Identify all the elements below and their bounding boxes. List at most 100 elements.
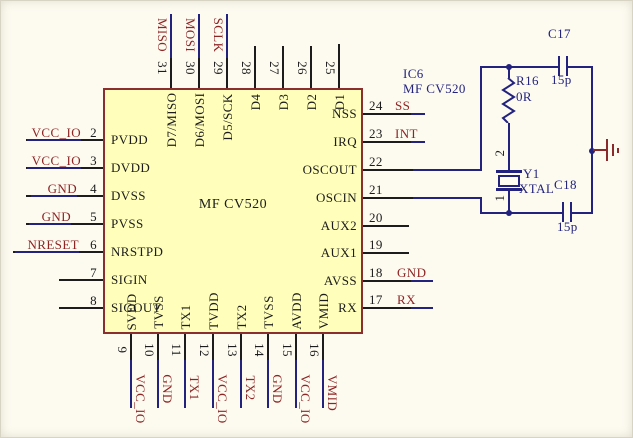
pin-wire xyxy=(254,46,256,88)
net-label: GND xyxy=(47,181,77,196)
net-wire xyxy=(411,113,425,115)
pin-number: 22 xyxy=(369,154,383,169)
ground-bar xyxy=(606,139,608,161)
pin-wire xyxy=(338,44,340,88)
capacitor-designator: C18 xyxy=(554,177,577,192)
net-label: VCC_IO xyxy=(214,374,230,424)
pin-wire xyxy=(267,334,269,360)
net-wire xyxy=(240,360,242,408)
pin-wire xyxy=(59,279,103,281)
pin-wire xyxy=(157,334,159,360)
pin-number: 29 xyxy=(210,61,226,75)
pin-name: NSS xyxy=(331,106,357,121)
pin-number: 21 xyxy=(369,182,383,197)
pin-wire xyxy=(363,252,409,254)
net-wire xyxy=(184,360,186,408)
pin-number: 7 xyxy=(90,265,97,280)
pin-wire xyxy=(363,197,413,199)
net-label: SS xyxy=(395,98,411,113)
pin-number: 11 xyxy=(168,343,184,357)
capacitor-value: 15p xyxy=(551,72,572,87)
pin-name: AVSS xyxy=(323,273,357,288)
pin-name: TVSS xyxy=(151,295,167,329)
wire xyxy=(480,197,482,214)
net-wire xyxy=(29,223,71,225)
pin-wire xyxy=(310,46,312,88)
ic-body xyxy=(103,88,363,334)
pin-name: RX xyxy=(338,300,357,315)
ic-part-number: MF CV520 xyxy=(403,81,466,96)
pin-name: DVDD xyxy=(111,160,151,175)
wire xyxy=(508,123,510,171)
pin-wire xyxy=(59,307,103,309)
net-wire xyxy=(411,307,433,309)
pin-number: 15 xyxy=(279,343,295,357)
capacitor-plate xyxy=(566,56,568,76)
net-label: VMID xyxy=(324,374,340,412)
pin-name: SVDD xyxy=(124,293,140,331)
net-wire xyxy=(170,14,172,58)
pin-number: 5 xyxy=(90,209,97,224)
resistor-symbol xyxy=(501,78,516,123)
wire xyxy=(591,66,593,214)
net-label: TX1 xyxy=(186,375,202,401)
crystal-plate xyxy=(496,170,522,173)
net-wire xyxy=(27,167,81,169)
pin-wire xyxy=(363,225,409,227)
pin-number: 10 xyxy=(141,343,157,357)
pin-wire xyxy=(295,334,297,360)
ground-wire xyxy=(593,149,606,151)
pin-number: 24 xyxy=(369,98,383,113)
pin-wire xyxy=(363,113,413,115)
pin-wire xyxy=(363,307,413,309)
pin-number: 23 xyxy=(369,126,383,141)
net-wire xyxy=(267,360,269,408)
crystal-symbol xyxy=(498,175,520,187)
pin-wire xyxy=(212,334,214,360)
pin-number: 20 xyxy=(369,210,383,225)
pin-name: IRQ xyxy=(333,134,357,149)
crystal-pin-number: 1 xyxy=(492,194,508,202)
pin-name: SIGOUT xyxy=(111,300,162,315)
net-wire xyxy=(226,14,228,58)
pin-wire xyxy=(363,169,413,171)
pin-name: AUX1 xyxy=(320,245,357,260)
net-label: INT xyxy=(395,126,418,141)
pin-name: D2 xyxy=(304,93,320,111)
net-wire xyxy=(295,360,297,408)
net-label: SCLK xyxy=(210,17,226,53)
pin-name: TX1 xyxy=(178,304,194,330)
pin-name: D1 xyxy=(332,93,348,111)
pin-number: 16 xyxy=(306,343,322,357)
pin-number: 14 xyxy=(251,343,267,357)
net-wire xyxy=(198,14,200,58)
pin-number: 31 xyxy=(154,61,170,75)
wire xyxy=(480,212,564,214)
net-wire xyxy=(212,360,214,408)
pin-name: DVSS xyxy=(111,188,146,203)
pin-wire xyxy=(240,334,242,360)
wire xyxy=(508,191,510,213)
pin-number: 8 xyxy=(90,293,97,308)
pin-number: 2 xyxy=(90,125,97,140)
net-wire xyxy=(157,360,159,408)
wire xyxy=(508,66,510,78)
pin-wire xyxy=(184,334,186,360)
pin-name: TVSS xyxy=(261,295,277,329)
pin-wire xyxy=(130,334,132,360)
resistor-designator: R16 xyxy=(516,73,539,88)
capacitor-plate xyxy=(562,202,564,222)
pin-number: 19 xyxy=(369,237,383,252)
pin-name: SIGIN xyxy=(111,272,148,287)
crystal-value: XTAL xyxy=(519,181,555,196)
resistor-value: 0R xyxy=(516,89,532,104)
pin-number: 27 xyxy=(266,61,282,75)
net-wire xyxy=(15,251,79,253)
net-label: VCC_IO xyxy=(31,153,81,168)
pin-name: OSCIN xyxy=(315,190,357,205)
pin-number: 17 xyxy=(369,292,383,307)
pin-wire xyxy=(282,46,284,88)
net-wire xyxy=(322,360,324,408)
net-label: MISO xyxy=(154,17,170,53)
pin-wire xyxy=(363,141,413,143)
